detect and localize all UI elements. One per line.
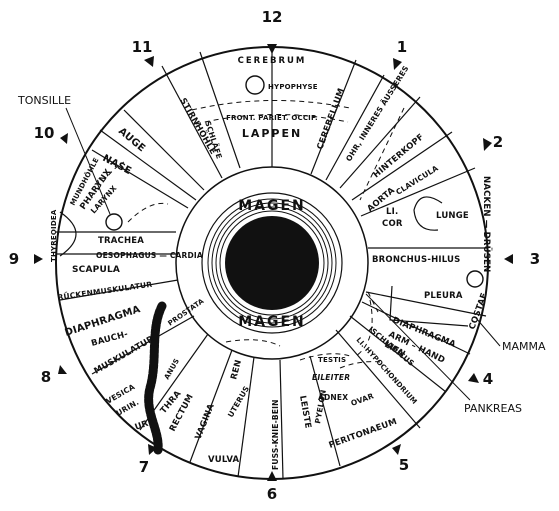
hypophyse-circle (246, 76, 264, 94)
label-cor: COR (382, 219, 403, 229)
label-ren: REN (229, 359, 244, 381)
label-vagina: VAGINA (194, 402, 217, 441)
label-ruckenmuskulatur: RÜCKENMUSKULATUR (57, 280, 153, 302)
label-cerebellum: CEREBELLUM (315, 87, 346, 151)
clock-1: 1 (397, 38, 407, 56)
clock-7: 7 (139, 458, 149, 476)
label-costae: COSTAE (467, 292, 490, 331)
clock-12: 12 (262, 8, 283, 26)
label-fuss-knie-bein: FUSS-KNIE-BEIN (271, 399, 280, 470)
label-diaphragma-left: DIAPHRAGMA (64, 304, 142, 339)
label-li: LI. (386, 207, 398, 217)
mamma-label: MAMMA (502, 340, 546, 353)
center-zone: MAGEN MAGEN (202, 193, 342, 333)
pleura-circle (467, 271, 483, 287)
thyreoidea-boundary (60, 212, 76, 256)
clock-3: 3 (530, 250, 540, 268)
label-hinterkopf: HINTERKOPF (372, 132, 427, 180)
clock-4: 4 (483, 370, 493, 388)
clock-5: 5 (399, 456, 409, 474)
clock-2: 2 (493, 133, 503, 151)
center-label-bottom: MAGEN (238, 314, 306, 330)
clock-10: 10 (34, 124, 55, 142)
label-hypophyse: HYPOPHYSE (268, 83, 318, 91)
clock-11: 11 (132, 38, 153, 56)
label-pleura: PLEURA (424, 291, 463, 301)
label-leiste: LEISTE (297, 395, 313, 430)
label-lappen-sub: FRONT. PARIET. OCCIP. (226, 114, 318, 122)
pupil (225, 216, 319, 310)
clock-8: 8 (41, 368, 51, 386)
label-lunge: LUNGE (436, 211, 469, 221)
label-cerebrum: CEREBRUM (238, 56, 307, 66)
center-label-top: MAGEN (238, 198, 306, 214)
label-prostata: PROSTATA (167, 297, 206, 328)
label-lappen: LAPPEN (242, 127, 302, 140)
clock-6: 6 (267, 485, 277, 503)
label-thyreoidea: THYREOIDEA (50, 209, 58, 262)
pankreas-label: PANKREAS (464, 402, 522, 415)
trachea-circle (106, 214, 122, 230)
label-trachea: TRACHEA (98, 236, 144, 246)
label-ovar: OVAR (350, 391, 376, 408)
clock-9: 9 (9, 250, 19, 268)
label-scapula: SCAPULA (72, 265, 120, 275)
spine-icon (149, 306, 162, 450)
label-eileiter: EILEITER (312, 373, 350, 382)
label-urin: URIN. (115, 398, 141, 418)
tonsille-label: TONSILLE (17, 94, 71, 107)
label-nacken-drusen: NACKEN — DRÜSEN (481, 176, 492, 272)
label-anus: ANUS (163, 357, 181, 381)
label-pyelon: PYELON (313, 389, 328, 424)
label-auge: AUGE (116, 126, 147, 155)
label-oesophagus-cardia: OESOPHAGUS — CARDIA (96, 251, 203, 260)
label-bronchus: BRONCHUS-HILUS (372, 255, 460, 265)
label-vulva: VULVA (208, 455, 240, 465)
label-bauch: BAUCH- (90, 329, 129, 349)
label-uterus: UTERUS (226, 384, 251, 419)
label-testis: TESTIS (318, 356, 346, 364)
label-clavicula: CLAVICULA (394, 164, 440, 197)
